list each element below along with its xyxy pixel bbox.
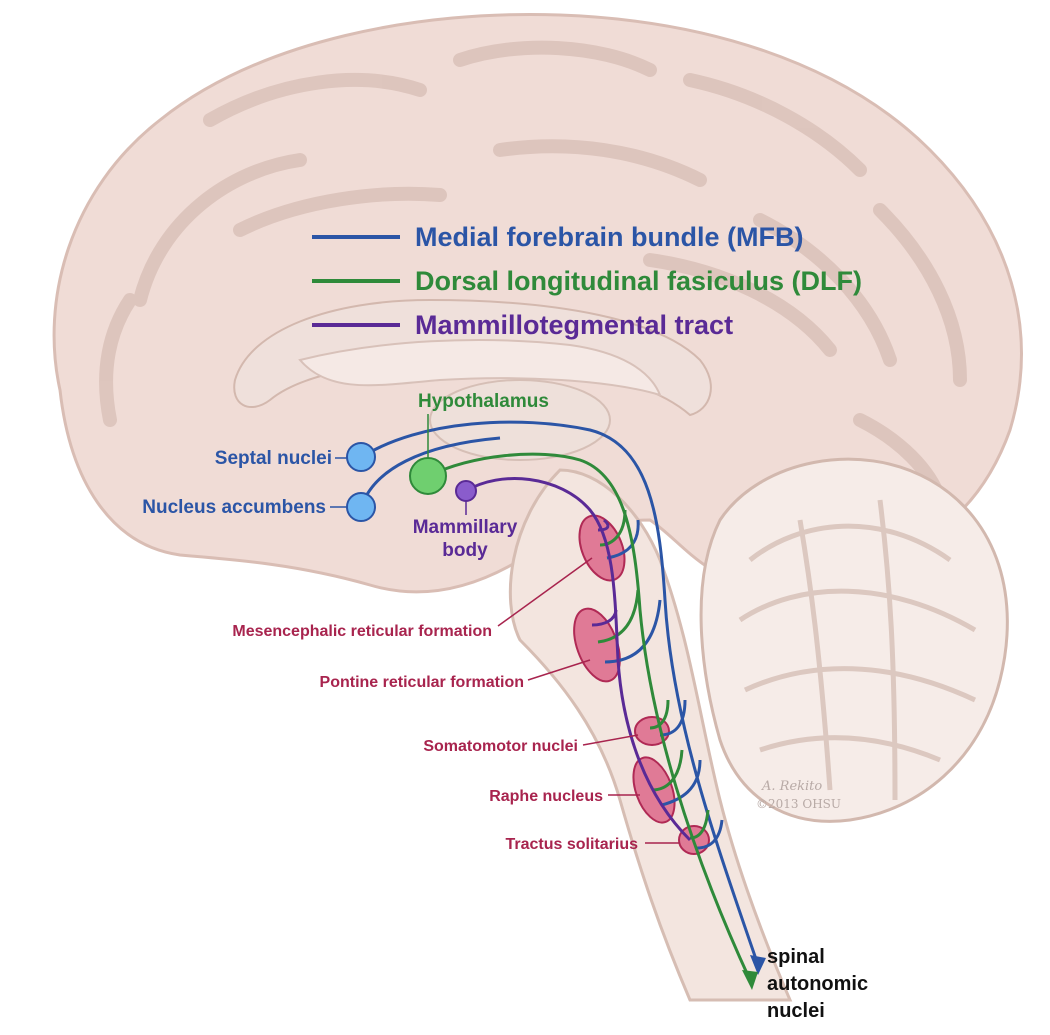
copyright-notice: ©2013 OHSU: [756, 797, 841, 811]
dlf-arrowhead: [742, 970, 758, 990]
mammillary-body-node: [455, 480, 477, 502]
legend-dlf-label: Dorsal longitudinal fasiculus (DLF): [415, 266, 862, 296]
dlf-main-tract: [428, 452, 752, 981]
legend-mtt-label: Mammillotegmental tract: [415, 310, 733, 340]
cerebellum: [699, 457, 1009, 823]
septal-nuclei-node: [346, 442, 376, 472]
mfb-accumbens-branch: [360, 436, 501, 506]
arrowheads: [742, 955, 766, 990]
somatomotor-label: Somatomotor nuclei: [423, 738, 578, 755]
mesencephalic-nucleus-shape: [578, 514, 626, 582]
nucleus-accumbens-label: Nucleus accumbens: [142, 497, 326, 518]
mfb-main-tract: [361, 420, 760, 966]
hypothalamus-node: [409, 457, 447, 495]
septal-nuclei-label: Septal nuclei: [215, 448, 332, 469]
artist-signature: A. Rekito: [761, 779, 822, 794]
source-nuclei: [346, 442, 477, 522]
legend-mfb-label: Medial forebrain bundle (MFB): [415, 222, 804, 252]
mfb-arrowhead: [750, 955, 766, 975]
mammillary-body-label-line2: body: [442, 540, 488, 561]
mtt-main-tract: [465, 477, 692, 842]
mammillary-body-label-line1: Mammillary: [413, 517, 518, 538]
nucleus-accumbens-node: [346, 492, 376, 522]
target-label-line2: autonomic: [767, 973, 868, 995]
target-label-line1: spinal: [767, 946, 825, 968]
leader-lines: [330, 414, 680, 844]
raphe-label: Raphe nucleus: [489, 788, 603, 805]
pontine-label: Pontine reticular formation: [320, 674, 524, 691]
tractus-label: Tractus solitarius: [506, 836, 639, 853]
legend: Medial forebrain bundle (MFB) Dorsal lon…: [312, 222, 862, 340]
mesencephalic-label: Mesencephalic reticular formation: [232, 623, 492, 640]
target-label-line3: nuclei: [767, 1000, 825, 1022]
hypothalamus-label: Hypothalamus: [418, 391, 549, 412]
pathways: [360, 420, 760, 981]
